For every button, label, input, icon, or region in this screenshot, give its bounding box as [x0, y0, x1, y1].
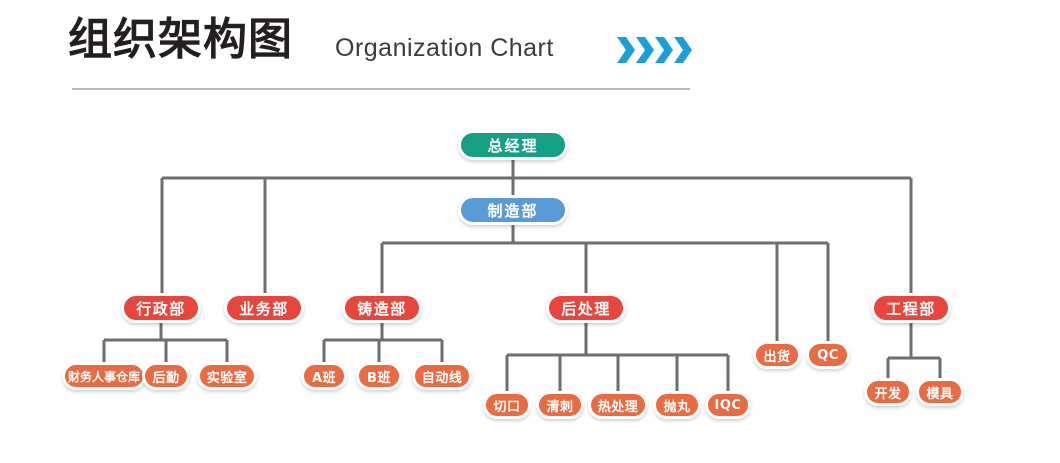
- node-label: 实验室: [206, 370, 248, 386]
- node-automation-line[interactable]: 自动线: [412, 362, 472, 390]
- node-label: 行政部: [136, 299, 186, 318]
- node-label: 工程部: [886, 299, 936, 318]
- node-label: 抛丸: [663, 399, 691, 415]
- node-cutting[interactable]: 切口: [483, 391, 531, 419]
- node-laboratory[interactable]: 实验室: [197, 362, 257, 390]
- page-title-english: Organization Chart: [335, 34, 554, 62]
- node-label: B班: [367, 370, 391, 386]
- node-label: 业务部: [239, 299, 289, 318]
- node-qc[interactable]: QC: [806, 341, 850, 369]
- node-general-manager[interactable]: 总经理: [458, 130, 568, 160]
- node-development[interactable]: 开发: [864, 378, 912, 406]
- node-label: 出货: [763, 349, 791, 365]
- node-shift-b[interactable]: B班: [356, 362, 402, 390]
- node-label: 清刺: [546, 399, 574, 415]
- node-finance-hr-warehouse[interactable]: 财务人事仓库: [62, 362, 146, 390]
- node-mold-tooling[interactable]: 模具: [916, 378, 964, 406]
- node-label: 后处理: [561, 299, 611, 318]
- node-label: 后勤: [152, 370, 180, 386]
- node-shipping[interactable]: 出货: [753, 341, 801, 369]
- node-label: 自动线: [421, 370, 463, 386]
- node-logistics[interactable]: 后勤: [142, 362, 190, 390]
- node-shot-blasting[interactable]: 抛丸: [653, 391, 701, 419]
- node-iqc[interactable]: IQC: [705, 391, 751, 419]
- node-label: 总经理: [487, 136, 539, 155]
- node-label: 模具: [926, 386, 954, 402]
- node-manufacturing-dept[interactable]: 制造部: [458, 195, 568, 225]
- node-label: 铸造部: [357, 299, 407, 318]
- node-deburring[interactable]: 清刺: [536, 391, 584, 419]
- node-engineering-dept[interactable]: 工程部: [871, 293, 951, 323]
- node-shift-a[interactable]: A班: [301, 362, 347, 390]
- node-label: IQC: [714, 397, 742, 413]
- node-heat-treatment[interactable]: 热处理: [588, 391, 648, 419]
- header-divider: [72, 88, 690, 90]
- node-sales-dept[interactable]: 业务部: [224, 293, 304, 323]
- node-admin-dept[interactable]: 行政部: [121, 293, 201, 323]
- page-title-chinese: 组织架构图: [68, 14, 293, 65]
- chevron-right-quad-icon: [617, 37, 692, 63]
- node-label: A班: [311, 370, 337, 386]
- page-header: 组织架构图 Organization Chart: [0, 0, 1060, 100]
- node-label: 热处理: [597, 399, 639, 415]
- node-label: 财务人事仓库: [67, 369, 140, 384]
- node-label: QC: [817, 347, 839, 363]
- node-label: 制造部: [487, 201, 539, 220]
- node-post-processing[interactable]: 后处理: [546, 293, 626, 323]
- node-label: 开发: [874, 386, 902, 402]
- node-label: 切口: [493, 399, 521, 415]
- node-casting-dept[interactable]: 铸造部: [342, 293, 422, 323]
